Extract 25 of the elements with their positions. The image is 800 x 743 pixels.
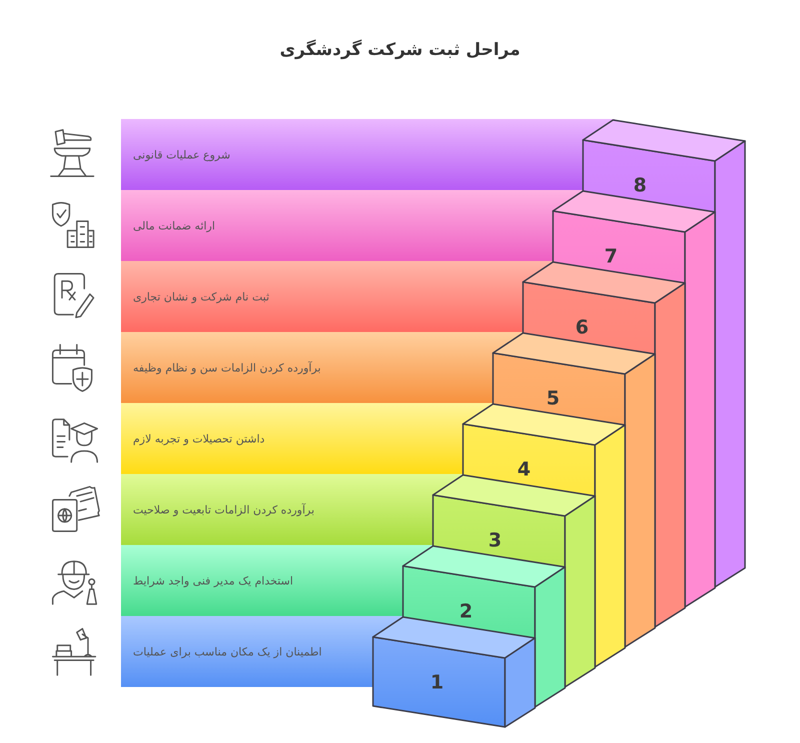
step-band <box>121 332 525 403</box>
step-band <box>121 616 405 687</box>
step-number: 4 <box>517 460 531 480</box>
step-band <box>121 474 465 545</box>
step-band <box>121 403 495 474</box>
step-band <box>121 190 585 261</box>
step-label: ثبت نام شرکت و نشان تجاری <box>133 290 270 303</box>
step-label: ارائه ضمانت مالی <box>133 219 216 232</box>
step-number: 1 <box>430 674 444 692</box>
step-band <box>121 545 435 616</box>
step-band <box>121 261 555 332</box>
step-label: استخدام یک مدیر فنی واجد شرایط <box>133 574 294 587</box>
step-label: اطمینان از یک مکان مناسب برای عملیات <box>133 645 322 658</box>
step-label: برآورده کردن الزامات تابعیت و صلاحیت <box>133 503 314 516</box>
step-number: 8 <box>633 176 647 196</box>
step-label: شروع عملیات قانونی <box>133 148 230 161</box>
step-number: 7 <box>604 248 618 266</box>
step-number: 5 <box>546 390 560 408</box>
step-label: داشتن تحصیلات و تجربه لازم <box>133 432 265 445</box>
step-number: 2 <box>459 602 473 622</box>
diagram-title: مراحل ثبت شرکت گردشگری <box>280 40 520 60</box>
step-label: برآورده کردن الزامات سن و نظام وظیفه <box>133 361 321 374</box>
step-number: 3 <box>488 532 502 550</box>
step-number: 6 <box>575 318 589 338</box>
step-band <box>121 119 615 190</box>
